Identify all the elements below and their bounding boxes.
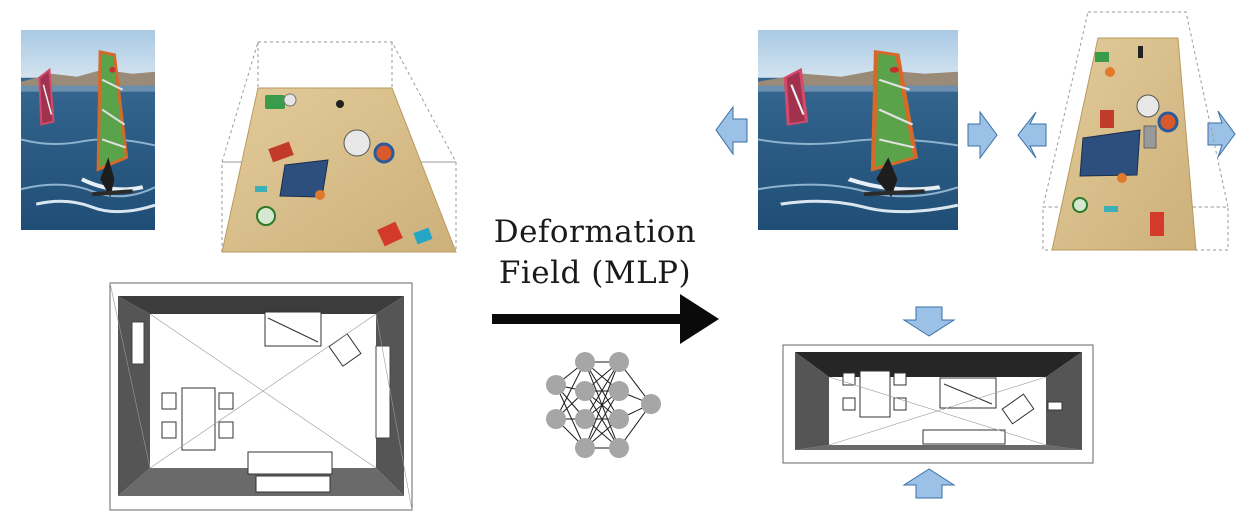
- input-room-floorplan: [109, 282, 413, 511]
- mlp-neuron: [609, 352, 629, 372]
- mlp-edge: [555, 384, 586, 449]
- mlp-edge: [584, 361, 620, 449]
- mlp-neuron: [575, 381, 595, 401]
- mlp-neuron: [546, 375, 566, 395]
- right-push-arrow-2: [1017, 111, 1047, 159]
- right-push-arrow-3: [1207, 110, 1236, 158]
- bottom-push-arrow: [902, 468, 956, 499]
- main-arrow: [492, 294, 719, 344]
- mlp-neuron: [546, 409, 566, 429]
- output-photo: [758, 30, 958, 230]
- label-line-2: Field (MLP): [498, 255, 692, 291]
- mlp-edge: [584, 390, 620, 449]
- output-room-floorplan: [782, 344, 1094, 464]
- mlp-neuron: [609, 438, 629, 458]
- right-push-arrow-1: [967, 110, 998, 160]
- mlp-neuron: [609, 381, 629, 401]
- label-line-1: Deformation: [493, 214, 697, 250]
- mlp-neuron: [641, 394, 661, 414]
- mlp-edge: [555, 361, 586, 420]
- mlp-neuron: [575, 352, 595, 372]
- mlp-neuron: [575, 409, 595, 429]
- left-push-arrow: [715, 105, 748, 156]
- top-push-arrow: [902, 306, 956, 337]
- mlp-neuron: [575, 438, 595, 458]
- mlp-neuron: [609, 409, 629, 429]
- output-beach-scene: [1042, 11, 1229, 251]
- mlp-edge: [584, 361, 620, 420]
- mlp-network: [546, 352, 661, 458]
- input-beach-scene: [221, 41, 457, 253]
- input-photo: [21, 30, 155, 230]
